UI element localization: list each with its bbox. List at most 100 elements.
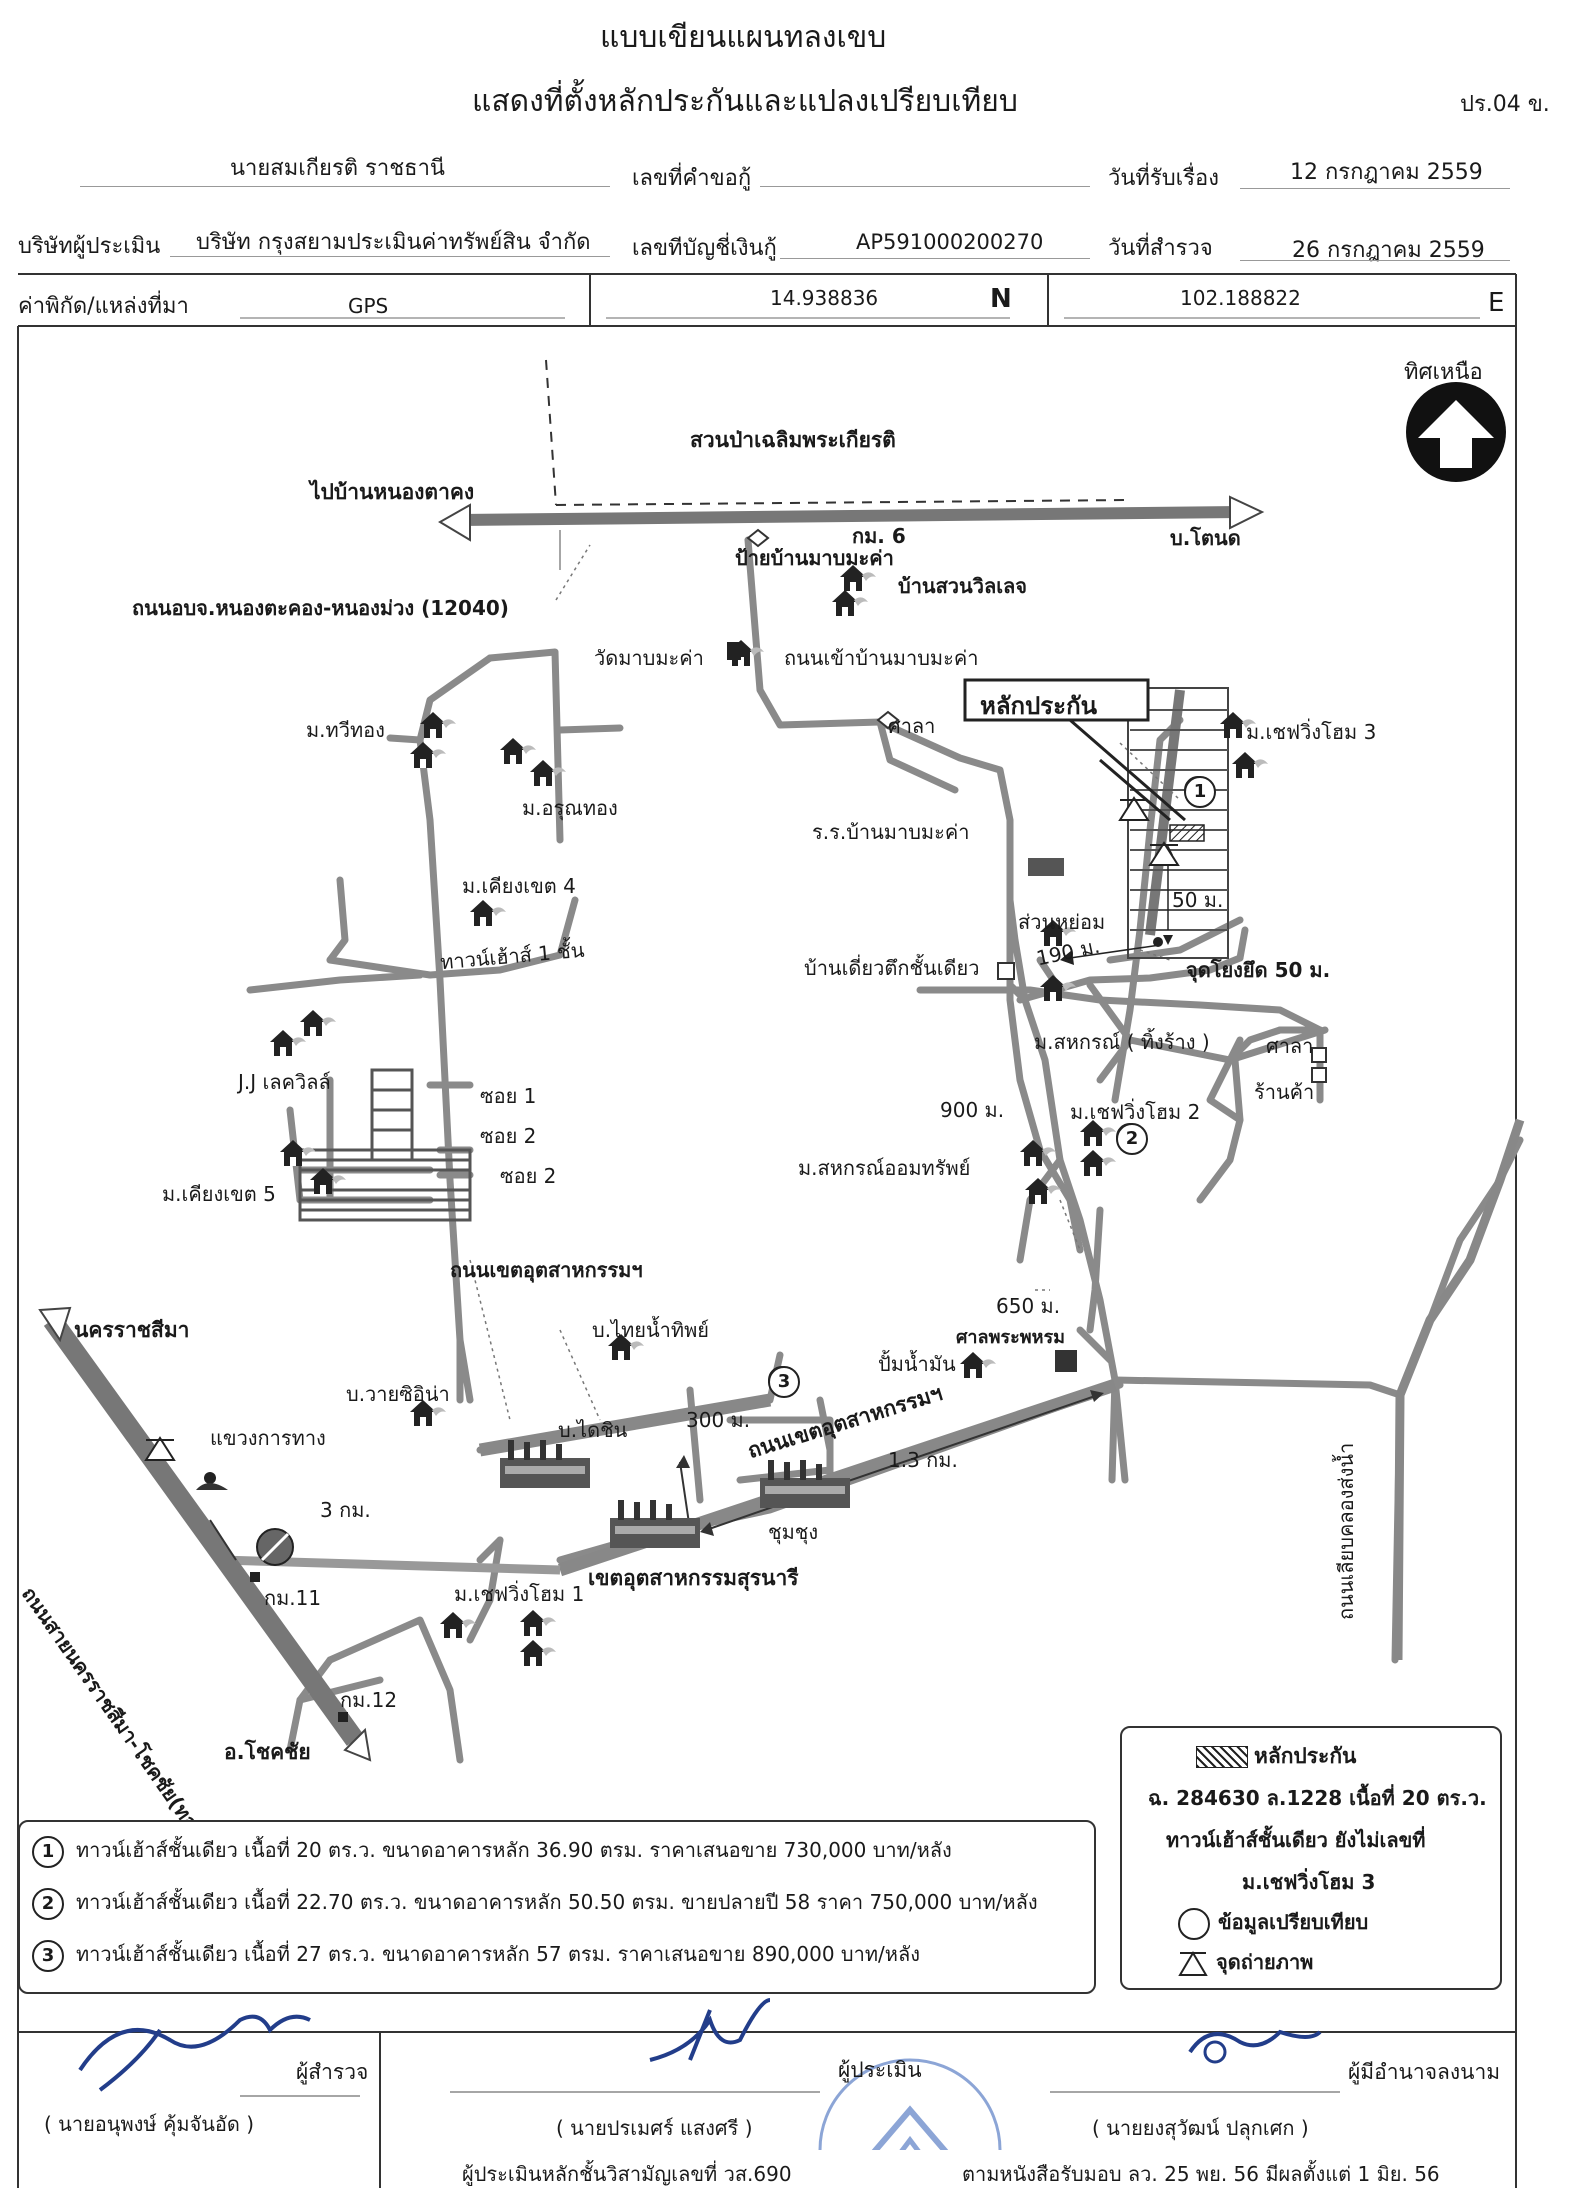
label-soi-1: ซอย 1 <box>480 1084 537 1108</box>
comparison-no: 3 <box>32 1939 64 1972</box>
label-b-daichin: บ.ไดชิน <box>558 1418 628 1442</box>
owner-line <box>80 186 610 187</box>
legend-collateral-row: หลักประกัน <box>1196 1740 1356 1773</box>
north-arrow-icon <box>1406 382 1506 482</box>
label-m-arunthong: ม.อรุณทอง <box>522 796 618 820</box>
label-road-industrial-n: ถนนเขตอุตสาหกรรมฯ <box>450 1258 643 1282</box>
received-date: 12 กรกฎาคม 2559 <box>1290 160 1483 185</box>
camera-point-icon <box>1178 1950 1208 1976</box>
label-suanyom: ส่วนหย่อม <box>1018 910 1106 934</box>
comparison-marker-1: 1 <box>1184 776 1216 808</box>
canal-road <box>1393 1118 1525 1661</box>
legend-compare-row: ข้อมูลเปรียบเทียบ <box>1178 1906 1368 1940</box>
label-ref-50: จุดโยงยึด 50 ม. <box>1186 958 1331 982</box>
appraiser-sign-name: ( นายปรเมศร์ แสงศรี ) <box>556 2116 753 2140</box>
label-ban-tonod: บ.โตนด <box>1170 526 1241 550</box>
comparison-row-1: 1 ทาวน์เฮ้าส์ชั้นเดียว เนื้อที่ 20 ตร.ว. … <box>32 1834 952 1868</box>
collateral-hatch-icon <box>1196 1746 1248 1768</box>
received-label: วันที่รับเรื่อง <box>1108 166 1219 191</box>
label-forest: สวนป่าเฉลิมพระเกียรติ <box>690 428 896 452</box>
label-sala-1: ศาลา <box>888 714 936 738</box>
label-m-thawithong: ม.ทวีทอง <box>306 718 385 742</box>
surveyor-name: ( นายอนุพงษ์ คุ้มจันอัด ) <box>44 2112 255 2136</box>
authority-label: ผู้มีอำนาจลงนาม <box>1348 2060 1501 2084</box>
signature-marks <box>78 1998 1322 2150</box>
legend-deed: ฉ. 284630 ล.1228 เนื้อที่ 20 ตร.ว. <box>1148 1786 1487 1810</box>
label-m-kiangkhet4: ม.เคียงเขต 4 <box>462 874 576 898</box>
request-no-label: เลขที่คำขอกู้ <box>632 166 752 191</box>
longitude-direction: E <box>1488 288 1505 318</box>
label-soi-2b: ซอย 2 <box>500 1164 557 1188</box>
page-subtitle: แสดงที่ตั้งหลักประกันและแปลงเปรียบเทียบ <box>472 84 1018 119</box>
comparison-no: 2 <box>32 1887 64 1920</box>
label-dist-300: 300 ม. <box>686 1408 751 1432</box>
label-to-nongtakhong: ไปบ้านหนองตาคง <box>310 480 475 504</box>
legend-box: หลักประกัน ฉ. 284630 ล.1228 เนื้อที่ 20 … <box>1120 1726 1502 1990</box>
loan-account-no: AP591000200270 <box>856 230 1044 254</box>
label-highway-dept: แขวงการทาง <box>210 1426 326 1450</box>
comparison-marker-2: 2 <box>1116 1123 1148 1155</box>
north-label: ทิศเหนือ <box>1404 360 1483 385</box>
collateral-compound <box>1060 687 1229 965</box>
label-school: ร.ร.บ้านมาบมะค่า <box>812 820 970 844</box>
comparison-text: ทาวน์เฮ้าส์ชั้นเดียว เนื้อที่ 20 ตร.ว. ข… <box>76 1838 952 1862</box>
comparison-table: 1 ทาวน์เฮ้าส์ชั้นเดียว เนื้อที่ 20 ตร.ว. … <box>18 1820 1096 1994</box>
authority-name: ( นายยงสุวัฒน์ ปลุกเศก ) <box>1092 2116 1309 2140</box>
comparison-no: 1 <box>32 1835 64 1868</box>
legend-photo-row: จุดถ่ายภาพ <box>1178 1946 1313 1978</box>
comparison-marker-3: 3 <box>768 1366 800 1398</box>
coord-label: ค่าพิกัด/แหล่งที่มา <box>18 294 189 319</box>
label-chokchai: อ.โชคชัย <box>224 1740 311 1764</box>
label-soi-2a: ซอย 2 <box>480 1124 537 1148</box>
request-no-line <box>760 186 1090 187</box>
highway-224 <box>38 1306 372 1762</box>
coord-source: GPS <box>348 294 389 318</box>
label-road-12040: ถนนอบจ.หนองตะคอง-หนองม่วง (12040) <box>132 596 509 620</box>
longitude-value: 102.188822 <box>1180 286 1301 310</box>
label-m-chefwing1: ม.เชฟวิ่งโฮม 1 <box>454 1582 585 1606</box>
label-shrine: ศาลพระพหรม <box>956 1327 1066 1348</box>
label-dist-3km: 3 กม. <box>320 1498 371 1522</box>
label-m-sahakorn: ม.สหกรณ์ ( ทิ้งร้าง ) <box>1034 1030 1210 1054</box>
label-road-to-mabmakha: ถนนเข้าบ้านมาบมะค่า <box>784 646 979 670</box>
label-dist-1-3km: 1.3 กม. <box>888 1448 958 1472</box>
legend-compare-label: ข้อมูลเปรียบเทียบ <box>1218 1910 1369 1934</box>
main-road-top <box>438 359 1265 570</box>
company-seal-icon <box>818 2058 1002 2150</box>
compare-circle-icon <box>1178 1907 1210 1940</box>
label-dist-650: 650 ม. <box>996 1294 1061 1318</box>
survey-date: 26 กรกฎาคม 2559 <box>1292 238 1485 263</box>
label-korat: นครราชสีมา <box>74 1318 190 1342</box>
label-ban-single: บ้านเดี่ยวตึกชั้นเดียว <box>804 956 980 980</box>
label-km-11: กม.11 <box>264 1586 322 1610</box>
label-shop: ร้านค้า <box>1254 1080 1315 1104</box>
owner-name: นายสมเกียรติ ราชธานี <box>230 156 445 181</box>
label-m-chefwing3: ม.เชฟวิ่งโฮม 3 <box>1246 720 1377 744</box>
appraiser-license: ผู้ประเมินหลักชั้นวิสามัญเลขที่ วส.690 <box>462 2162 792 2186</box>
received-line <box>1240 188 1510 189</box>
appraiser-sign-label: ผู้ประเมิน <box>838 2058 922 2082</box>
page-title: แบบเขียนแผนทลงเขบ <box>600 20 887 55</box>
collateral-label-box <box>963 678 1186 822</box>
appraiser-label: บริษัทผู้ประเมิน <box>18 234 161 259</box>
survey-line <box>1240 260 1510 261</box>
label-canal-road: ถนนเลียบคลองส่งน้ำ <box>1334 1442 1358 1620</box>
label-industrial-estate: เขตอุตสาหกรรมสุรนารี <box>588 1566 799 1590</box>
leader-lines <box>469 544 1181 1421</box>
label-km6: กม. 6 <box>852 524 906 548</box>
appraiser-line <box>170 256 610 257</box>
legend-photo-label: จุดถ่ายภาพ <box>1216 1950 1314 1974</box>
legend-collateral-label: หลักประกัน <box>1254 1744 1357 1768</box>
surveyor-label: ผู้สำรวจ <box>296 2060 369 2084</box>
label-b-thai-water: บ.ไทยน้ำทิพย์ <box>592 1318 710 1342</box>
survey-label: วันที่สำรวจ <box>1108 236 1213 261</box>
label-ban-suanwilet: บ้านสวนวิลเลจ <box>898 574 1028 598</box>
label-jj-lake: J.J เลควิลล์ <box>238 1070 331 1094</box>
loan-account-line <box>780 258 1090 259</box>
label-sala-2: ศาลา <box>1266 1034 1314 1058</box>
label-m-sahakorn-om: ม.สหกรณ์ออมทรัพย์ <box>798 1156 971 1180</box>
legend-desc: ทาวน์เฮ้าส์ชั้นเดียว ยังไม่เลขที่ <box>1166 1828 1426 1852</box>
label-collateral: หลักประกัน <box>980 692 1098 720</box>
